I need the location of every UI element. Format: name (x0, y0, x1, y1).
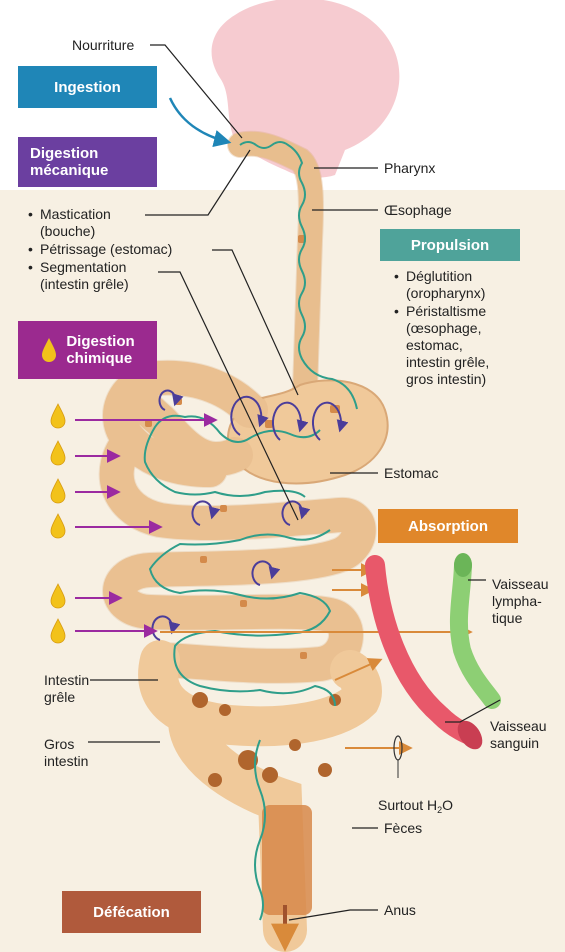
propulsion-item: Péristaltisme (œsophage, estomac, intest… (392, 303, 557, 388)
enzyme-drop-icon (51, 344, 65, 643)
label-anus: Anus (384, 902, 416, 919)
propulsion-box: Propulsion (380, 229, 520, 261)
label-pharynx: Pharynx (384, 160, 435, 177)
label-oesophage: Œsophage (384, 202, 452, 219)
ingestion-box: Ingestion (18, 66, 157, 108)
label-surtout-h2o: Surtout H2O (378, 780, 453, 819)
ingestion-title: Ingestion (54, 79, 121, 96)
label-nourriture: Nourriture (72, 37, 134, 54)
label-vaisseau-lymphatique: Vaisseau lympha- tique (492, 576, 549, 627)
enzyme-drop-icon (40, 337, 58, 363)
mecanique-item: Segmentation (intestin grêle) (26, 259, 226, 293)
propulsion-item: Déglutition (oropharynx) (392, 268, 557, 302)
lymph-vessel (459, 565, 492, 700)
label-vaisseau-sanguin: Vaisseau sanguin (490, 718, 547, 752)
digestion-chimique-title: Digestion chimique (66, 333, 134, 367)
propulsion-title: Propulsion (411, 237, 489, 254)
label-estomac: Estomac (384, 465, 438, 482)
mecanique-item: Pétrissage (estomac) (26, 241, 226, 258)
propulsion-list: Déglutition (oropharynx) Péristaltisme (… (392, 268, 557, 389)
absorption-box: Absorption (378, 509, 518, 543)
label-gros-intestin: Gros intestin (44, 736, 88, 770)
feces-mass (262, 805, 312, 915)
mecanique-list: Mastication (bouche) Pétrissage (estomac… (26, 206, 226, 294)
digestion-mecanique-title: Digestion mécanique (18, 145, 108, 179)
digestion-chimique-box: Digestion chimique (18, 321, 157, 379)
absorption-title: Absorption (408, 518, 488, 535)
label-feces: Fèces (384, 820, 422, 837)
defecation-title: Défécation (93, 904, 170, 921)
digestion-mecanique-box: Digestion mécanique (18, 137, 157, 187)
defecation-box: Défécation (62, 891, 201, 933)
label-intestin-grele: Intestin grêle (44, 672, 89, 706)
mecanique-item: Mastication (bouche) (26, 206, 226, 240)
